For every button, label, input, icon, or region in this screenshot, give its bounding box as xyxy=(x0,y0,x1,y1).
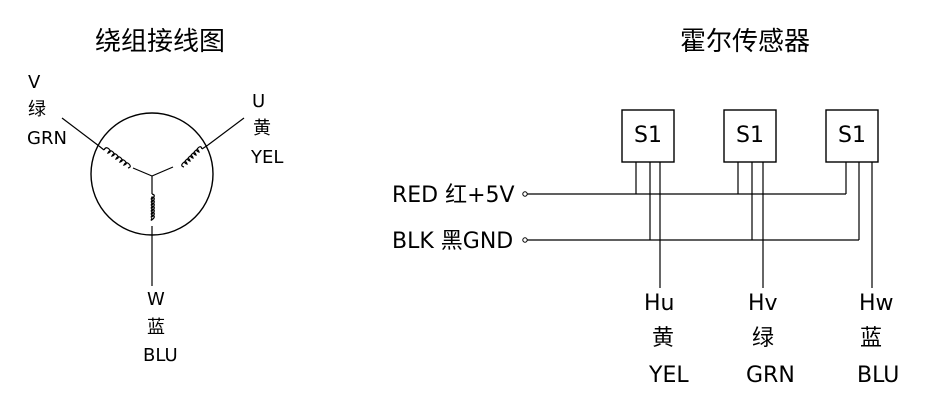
hall-sensor-2 xyxy=(723,109,777,288)
sensor-1-label: S1 xyxy=(634,123,662,148)
output-hw-en: BLU xyxy=(857,363,899,388)
hall-title: 霍尔传感器 xyxy=(680,27,810,57)
blk-terminal xyxy=(522,237,528,243)
w-letter: W xyxy=(147,289,165,310)
lead-u xyxy=(207,117,245,146)
sensor-3-label: S1 xyxy=(838,123,866,148)
output-hv-cn: 绿 xyxy=(752,326,774,351)
u-letter: U xyxy=(252,91,265,112)
red-terminal xyxy=(522,191,528,197)
blk-line-label: BLK 黑GND xyxy=(392,229,513,254)
hall-sensor-3 xyxy=(825,109,879,288)
output-hw-name: Hw xyxy=(859,291,894,316)
output-hv-en: GRN xyxy=(746,363,795,388)
winding-w xyxy=(150,176,155,236)
output-hw-cn: 蓝 xyxy=(860,326,882,351)
red-line-label: RED 红+5V xyxy=(392,183,515,208)
winding-v xyxy=(98,145,153,177)
u-color-en: YEL xyxy=(250,147,283,168)
winding-u xyxy=(151,144,209,177)
lead-v xyxy=(61,117,100,147)
u-color-cn: 黄 xyxy=(253,118,271,139)
v-color-cn: 绿 xyxy=(28,99,46,120)
w-color-cn: 蓝 xyxy=(147,317,165,338)
output-hv-name: Hv xyxy=(748,291,778,316)
sensor-2-label: S1 xyxy=(736,123,764,148)
output-hu-name: Hu xyxy=(644,291,675,316)
w-color-en: BLU xyxy=(143,345,178,366)
v-color-en: GRN xyxy=(27,128,67,149)
output-hu-en: YEL xyxy=(648,363,689,388)
winding-title: 绕组接线图 xyxy=(95,27,225,57)
v-letter: V xyxy=(28,72,41,93)
output-hu-cn: 黄 xyxy=(652,326,674,351)
hall-sensor-1 xyxy=(621,109,675,288)
